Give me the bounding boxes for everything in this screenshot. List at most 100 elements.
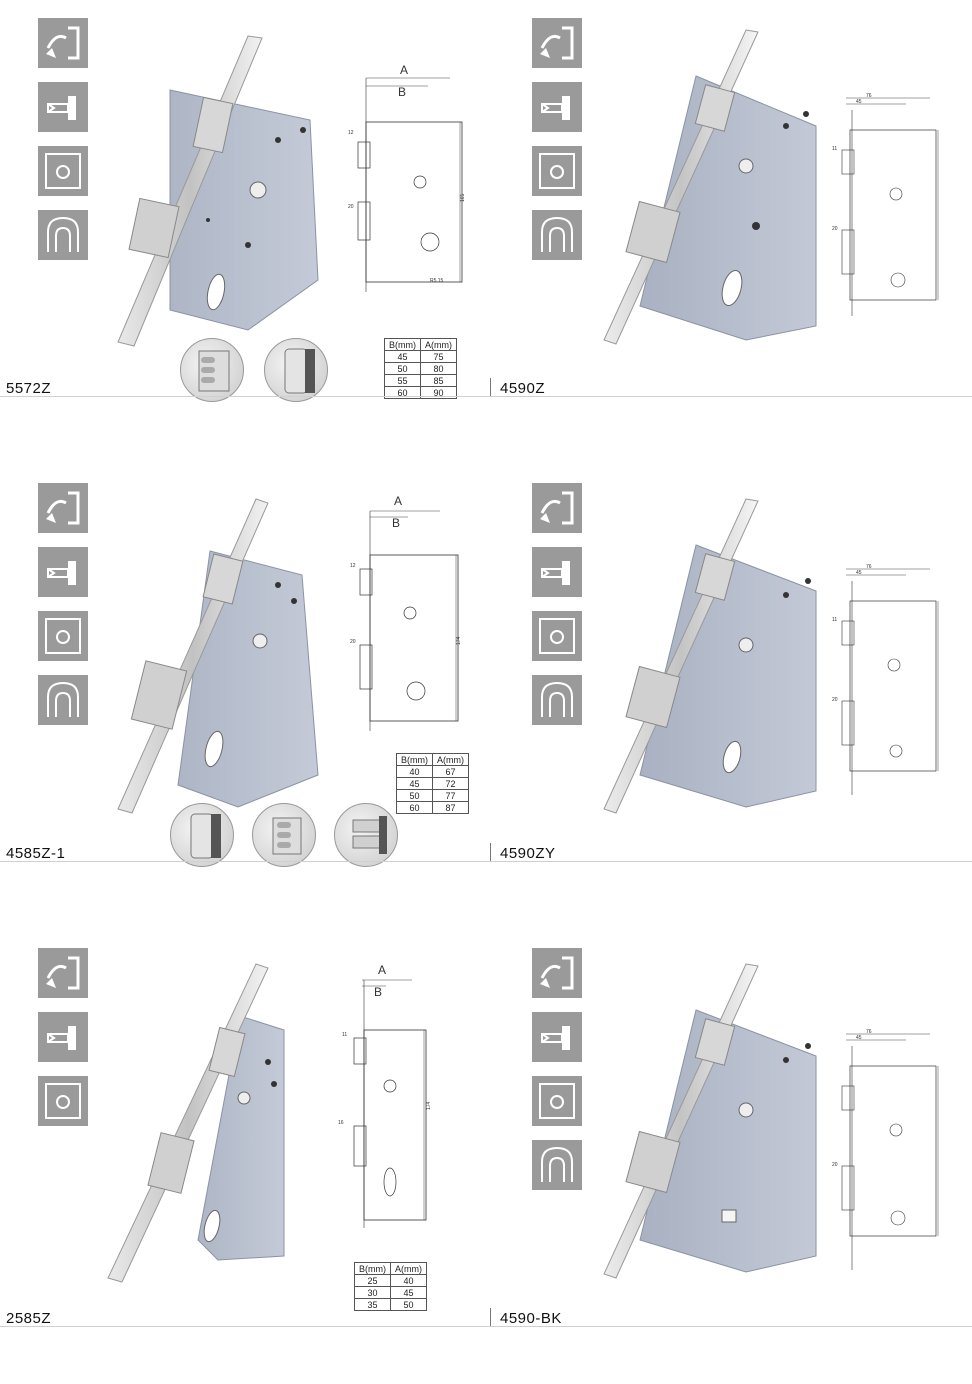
feature-icons bbox=[532, 948, 586, 1204]
roller-latch-detail bbox=[170, 803, 234, 867]
table-header: A(mm) bbox=[432, 753, 469, 766]
product-code: 2585Z bbox=[6, 1310, 52, 1327]
latch-bolt-icon bbox=[532, 82, 582, 132]
svg-text:20: 20 bbox=[348, 204, 354, 210]
table-header: B(mm) bbox=[384, 338, 421, 351]
round-cylinder-icon bbox=[38, 611, 88, 661]
dim-a-label: A bbox=[400, 63, 408, 77]
lock-body-image bbox=[107, 963, 285, 1283]
divider bbox=[486, 861, 972, 862]
svg-text:12: 12 bbox=[350, 563, 356, 569]
svg-text:20: 20 bbox=[832, 697, 838, 703]
svg-text:R5.15: R5.15 bbox=[430, 278, 444, 284]
product-code: 4590ZY bbox=[500, 845, 556, 862]
lock-body-image bbox=[603, 498, 817, 814]
dim-a-label: A bbox=[378, 963, 386, 977]
divider bbox=[486, 1326, 972, 1327]
divider bbox=[486, 396, 972, 397]
product-code: 4585Z-1 bbox=[6, 845, 66, 862]
svg-text:11: 11 bbox=[832, 146, 837, 152]
technical-drawing: 76 45 11 20 bbox=[832, 93, 939, 316]
feature-icons bbox=[38, 18, 92, 274]
dim-b-label: B bbox=[398, 85, 406, 99]
latch-bolt-icon bbox=[38, 82, 88, 132]
svg-text:76: 76 bbox=[866, 93, 872, 99]
product-code: 4590-BK bbox=[500, 1310, 562, 1327]
feature-icons bbox=[532, 18, 586, 274]
svg-text:20: 20 bbox=[832, 226, 838, 232]
svg-text:45: 45 bbox=[856, 1035, 862, 1041]
svg-text:20: 20 bbox=[832, 1162, 838, 1168]
divider bbox=[490, 1308, 491, 1326]
latch-bolt-icon bbox=[532, 1012, 582, 1062]
arched-door-icon bbox=[532, 675, 582, 725]
svg-text:165: 165 bbox=[460, 193, 466, 202]
svg-text:45: 45 bbox=[856, 570, 862, 576]
technical-drawing: A B 11 16 174 bbox=[338, 963, 432, 1228]
dim-b-label: B bbox=[392, 516, 400, 530]
svg-text:11: 11 bbox=[832, 617, 837, 623]
svg-text:11: 11 bbox=[342, 1032, 347, 1038]
door-handing-icon bbox=[38, 18, 88, 68]
door-handing-icon bbox=[532, 18, 582, 68]
svg-text:174: 174 bbox=[426, 1101, 432, 1110]
divider bbox=[490, 378, 491, 396]
dim-a-label: A bbox=[394, 495, 402, 508]
deadbolt-detail bbox=[334, 803, 398, 867]
roller-bolt-detail bbox=[264, 338, 328, 402]
technical-drawing: A B 174 12 20 bbox=[350, 495, 462, 731]
lock-body-image bbox=[603, 963, 817, 1279]
dim-b-label: B bbox=[374, 985, 382, 999]
table-header: B(mm) bbox=[354, 1262, 391, 1275]
technical-drawing: 76 45 20 bbox=[832, 1029, 939, 1270]
svg-text:45: 45 bbox=[856, 99, 862, 105]
round-cylinder-icon bbox=[38, 146, 88, 196]
feature-icons bbox=[38, 483, 92, 739]
table-header: A(mm) bbox=[390, 1262, 427, 1275]
divider bbox=[0, 861, 486, 862]
latch-bolt-icon bbox=[38, 547, 88, 597]
svg-text:12: 12 bbox=[348, 130, 354, 136]
product-panel-4590zy: 76 45 11 20 4590ZY bbox=[486, 465, 972, 919]
feature-icons bbox=[532, 483, 586, 739]
latch-bolt-icon bbox=[38, 1012, 88, 1062]
product-code: 4590Z bbox=[500, 380, 546, 397]
divider bbox=[490, 843, 491, 861]
bolt-detail bbox=[252, 803, 316, 867]
svg-text:76: 76 bbox=[866, 564, 872, 570]
round-cylinder-icon bbox=[532, 146, 582, 196]
product-code: 5572Z bbox=[6, 380, 52, 397]
svg-text:76: 76 bbox=[866, 1029, 872, 1035]
door-handing-icon bbox=[38, 948, 88, 998]
lock-body-image bbox=[603, 29, 817, 345]
svg-text:20: 20 bbox=[350, 639, 356, 645]
door-handing-icon bbox=[38, 483, 88, 533]
technical-drawing: 76 45 11 20 bbox=[832, 564, 939, 795]
arched-door-icon bbox=[532, 210, 582, 260]
door-handing-icon bbox=[532, 948, 582, 998]
svg-text:16: 16 bbox=[338, 1120, 344, 1126]
round-cylinder-icon bbox=[532, 1076, 582, 1126]
round-cylinder-icon bbox=[532, 611, 582, 661]
product-panel-4590-bk: 76 45 20 4590-BK bbox=[486, 930, 972, 1384]
svg-text:174: 174 bbox=[456, 636, 462, 645]
round-cylinder-icon bbox=[38, 1076, 88, 1126]
table-header: A(mm) bbox=[420, 338, 457, 351]
technical-drawing: A B 165 12 20 R5.15 bbox=[348, 63, 466, 292]
lock-body-image bbox=[117, 35, 319, 347]
divider bbox=[0, 1326, 486, 1327]
